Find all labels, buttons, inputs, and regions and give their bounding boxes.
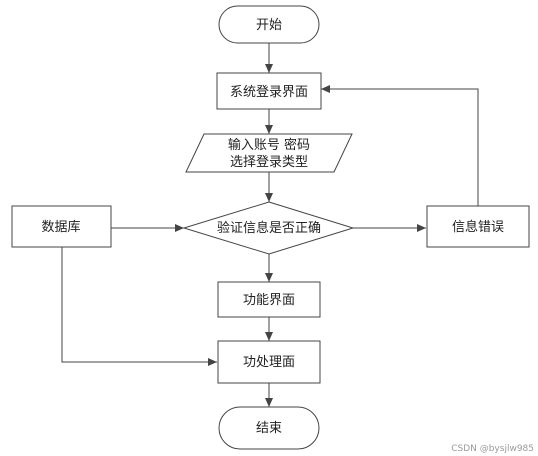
node-login-ui: 系统登录界面 xyxy=(216,72,322,110)
node-end-label: 结束 xyxy=(256,421,282,436)
io-parallelogram-shape xyxy=(185,133,353,173)
node-input: 输入账号 密码 选择登录类型 xyxy=(185,133,353,173)
node-function-ui: 功能界面 xyxy=(217,281,321,318)
node-input-line1: 输入账号 密码 xyxy=(228,137,310,153)
node-verify: 验证信息是否正确 xyxy=(182,201,355,255)
node-verify-label: 验证信息是否正确 xyxy=(217,220,321,236)
edge-error-to-login xyxy=(321,85,479,206)
node-end: 结束 xyxy=(218,406,320,450)
process-shape xyxy=(216,72,322,110)
decision-diamond-shape xyxy=(182,201,355,255)
node-process-ui-label: 功处理面 xyxy=(243,355,295,370)
edges xyxy=(61,43,479,407)
node-error-label: 信息错误 xyxy=(452,219,504,235)
terminator-shape xyxy=(218,406,320,450)
node-start-label: 开始 xyxy=(256,18,282,33)
process-shape xyxy=(217,340,321,384)
node-start: 开始 xyxy=(218,5,320,44)
edge-database-to-process xyxy=(61,247,217,366)
process-shape xyxy=(11,205,112,248)
node-error: 信息错误 xyxy=(426,205,530,248)
node-database-label: 数据库 xyxy=(41,219,80,235)
node-input-line2: 选择登录类型 xyxy=(230,155,308,170)
node-database: 数据库 xyxy=(11,205,112,248)
process-shape xyxy=(217,281,321,318)
process-shape xyxy=(426,205,530,248)
node-process-ui: 功处理面 xyxy=(217,340,321,384)
watermark: CSDN @bysjlw985 xyxy=(451,444,534,454)
terminator-shape xyxy=(218,5,320,44)
node-function-ui-label: 功能界面 xyxy=(243,293,295,308)
node-login-ui-label: 系统登录界面 xyxy=(230,85,308,100)
